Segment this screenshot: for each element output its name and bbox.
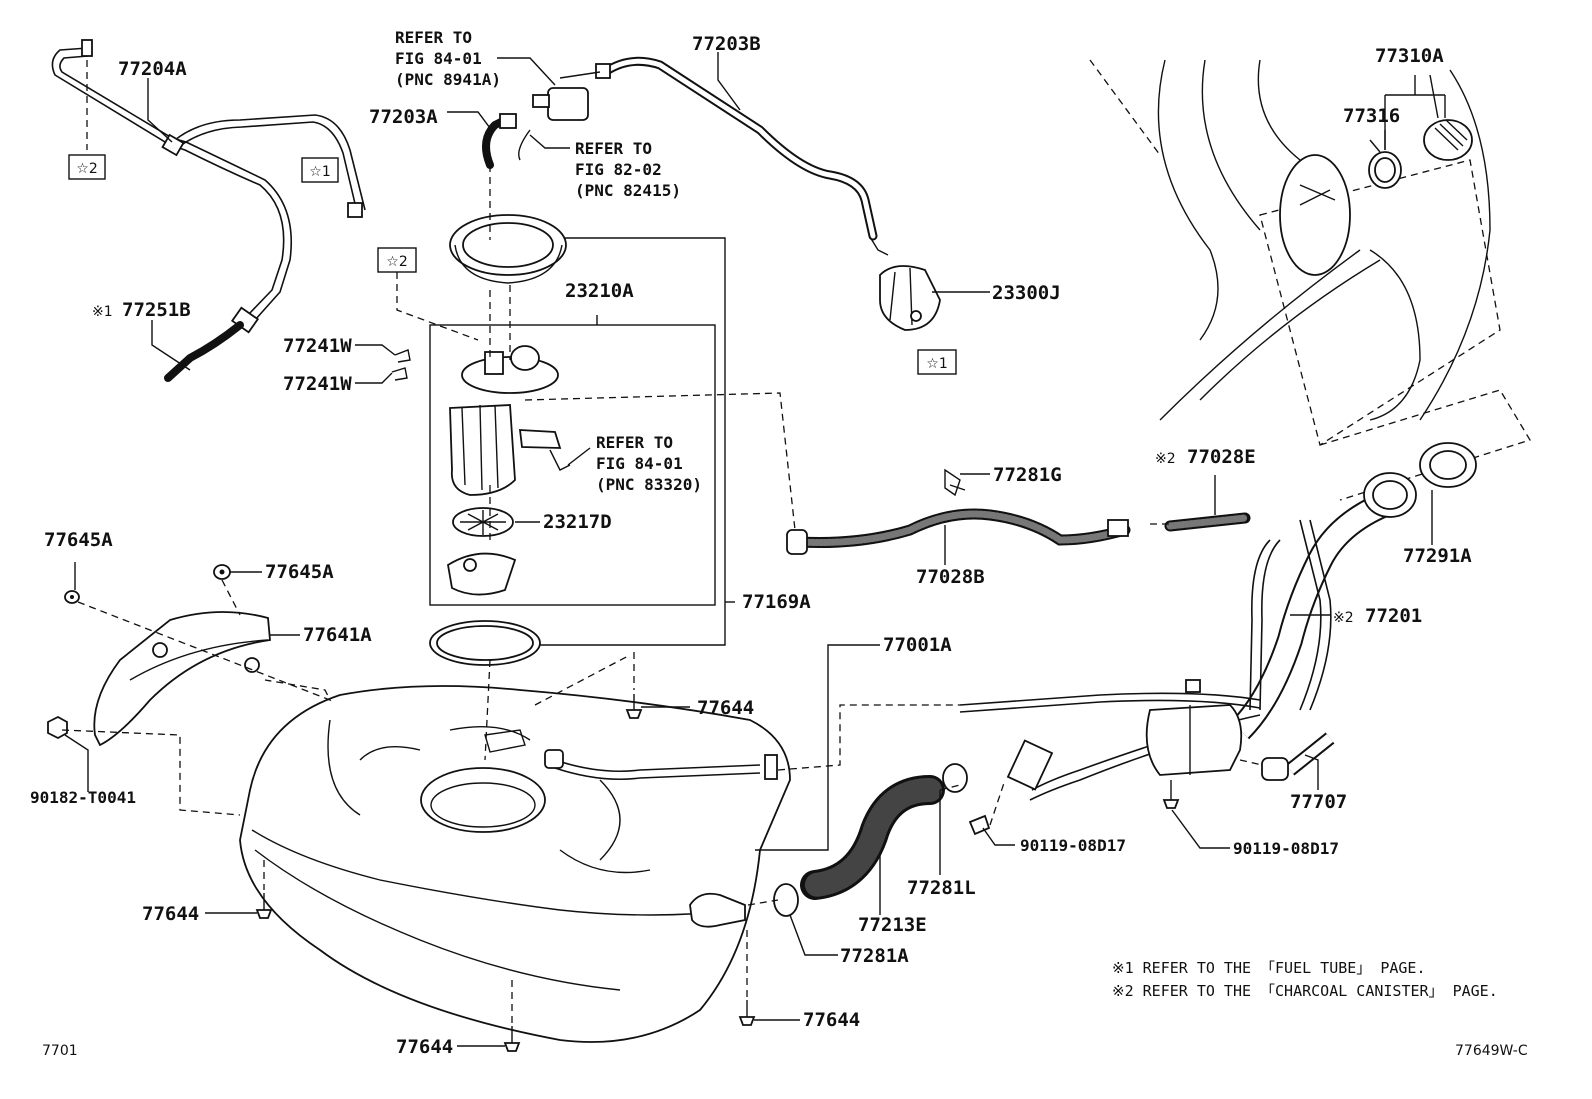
tank-gasket <box>429 620 541 666</box>
label-77241W-1: 77241W <box>283 335 352 357</box>
label-77644-4: 77644 <box>803 1009 860 1031</box>
label-90119-08D17-2: 90119-08D17 <box>1233 839 1339 858</box>
label-23300J: 23300J <box>992 282 1061 304</box>
label-77213E: 77213E <box>858 914 927 936</box>
svg-text:☆1: ☆1 <box>309 164 330 180</box>
footnote-fuel-tube: ※1 REFER TO THE 「FUEL TUBE」 PAGE. <box>1112 959 1426 977</box>
label-77028B: 77028B <box>916 566 985 588</box>
label-77644-3: 77644 <box>396 1036 453 1058</box>
svg-text:(PNC 8941A): (PNC 8941A) <box>395 70 501 89</box>
label-77645A-1: 77645A <box>44 529 113 551</box>
label-90119-08D17-1: 90119-08D17 <box>1020 836 1126 855</box>
fastener-parts <box>47 349 1180 1052</box>
star1-marker-b: ☆1 <box>917 349 957 375</box>
label-77028E: 77028E <box>1187 446 1256 468</box>
label-77316: 77316 <box>1343 105 1400 127</box>
svg-text:☆2: ☆2 <box>386 254 407 270</box>
label-23210A: 23210A <box>565 280 634 302</box>
vapor-tube-left <box>51 39 366 382</box>
label-90182-T0041: 90182-T0041 <box>30 788 136 807</box>
svg-text:☆1: ☆1 <box>926 356 947 372</box>
label-77281G: 77281G <box>993 464 1062 486</box>
label-77644-1: 77644 <box>697 697 754 719</box>
body-panel-outline <box>1089 59 1531 501</box>
illustration-code: 77649W-C <box>1455 1043 1528 1059</box>
svg-text:FIG 84-01: FIG 84-01 <box>395 49 482 68</box>
label-77641A: 77641A <box>303 624 372 646</box>
label-77281A: 77281A <box>840 945 909 967</box>
fuel-filler-pipe <box>959 472 1417 801</box>
heat-shield <box>93 611 271 747</box>
charcoal-canister <box>1145 679 1243 776</box>
page-code-left: 7701 <box>42 1043 78 1059</box>
hose-clamp-l <box>942 763 968 793</box>
label-77645A-2: 77645A <box>265 561 334 583</box>
label-77169A: 77169A <box>742 591 811 613</box>
cap-gasket <box>1368 151 1402 189</box>
hose-clamp-a <box>773 883 799 917</box>
evap-hose <box>786 508 1251 555</box>
label-77203B: 77203B <box>692 33 761 55</box>
svg-text:REFER TO: REFER TO <box>596 433 673 452</box>
ref2-mark-77201: ※2 <box>1333 610 1354 626</box>
refer-block-82415: REFER TO FIG 82-02 (PNC 82415) <box>575 139 681 200</box>
label-77201: 77201 <box>1365 605 1422 627</box>
refer-block-8941A: REFER TO FIG 84-01 (PNC 8941A) <box>395 28 501 89</box>
fuel-tube-upper <box>595 56 878 241</box>
pump-ring <box>449 214 567 284</box>
svg-text:(PNC 83320): (PNC 83320) <box>596 475 702 494</box>
label-77310A: 77310A <box>1375 45 1444 67</box>
dashed-guides <box>61 60 1263 1025</box>
pump-filter <box>452 507 514 537</box>
label-23217D: 23217D <box>543 511 612 533</box>
ref1-mark-77251B: ※1 <box>92 304 113 320</box>
label-77241W-2: 77241W <box>283 373 352 395</box>
leader-lines <box>64 52 1439 1047</box>
fuel-tank <box>239 685 791 1043</box>
label-77281L: 77281L <box>907 877 976 899</box>
pump-bracket <box>447 552 517 596</box>
star2-marker-a: ☆2 <box>68 154 106 180</box>
svg-text:REFER TO: REFER TO <box>395 28 472 47</box>
label-77644-2: 77644 <box>142 903 199 925</box>
fuel-cap <box>1423 119 1473 161</box>
label-77204A: 77204A <box>118 58 187 80</box>
svg-text:FIG 84-01: FIG 84-01 <box>596 454 683 473</box>
filler-gasket <box>1419 442 1477 488</box>
svg-text:REFER TO: REFER TO <box>575 139 652 158</box>
label-77001A: 77001A <box>883 634 952 656</box>
hose-clip <box>944 468 966 497</box>
label-77251B: 77251B <box>122 299 191 321</box>
ref2-mark-77028E: ※2 <box>1155 451 1176 467</box>
svg-text:FIG 82-02: FIG 82-02 <box>575 160 662 179</box>
vent-hose <box>1261 732 1335 781</box>
label-77707: 77707 <box>1290 791 1347 813</box>
fuel-pump-assembly <box>449 345 571 496</box>
star2-marker-b: ☆2 <box>377 247 417 273</box>
svg-text:(PNC 82415): (PNC 82415) <box>575 181 681 200</box>
star1-marker-a: ☆1 <box>301 157 339 183</box>
svg-text:☆2: ☆2 <box>76 161 97 177</box>
label-77291A: 77291A <box>1403 545 1472 567</box>
label-77203A: 77203A <box>369 106 438 128</box>
refer-block-83320: REFER TO FIG 84-01 (PNC 83320) <box>596 433 702 494</box>
fuel-filter <box>869 236 941 331</box>
fuel-tube-connector <box>482 71 601 169</box>
filler-hose <box>800 775 945 900</box>
footnote-charcoal-canister: ※2 REFER TO THE 「CHARCOAL CANISTER」 PAGE… <box>1112 982 1498 1000</box>
